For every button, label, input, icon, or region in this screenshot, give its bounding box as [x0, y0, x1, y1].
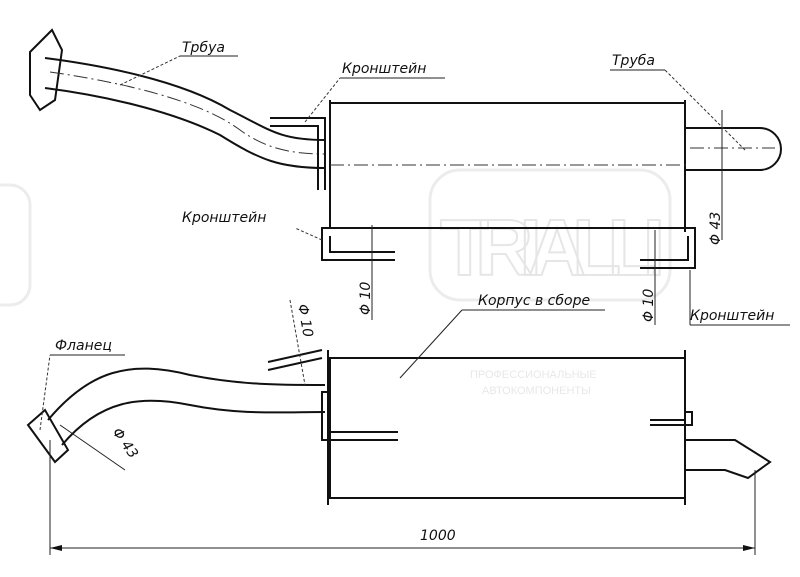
flange-side — [26, 408, 70, 464]
bracket-top — [270, 117, 326, 190]
flange-top — [29, 28, 64, 112]
dim-front-pipe-diameter: Φ 43 — [109, 425, 141, 461]
label-front-pipe: Трбуа — [182, 40, 225, 56]
dim-bracket-left-diameter: Φ 10 — [358, 282, 374, 315]
bracket-right — [640, 227, 696, 269]
label-bracket-top: Кронштейн — [342, 61, 426, 77]
label-bracket-left: Кронштейн — [182, 210, 266, 226]
side-view — [26, 299, 772, 555]
dim-bracket-side-diameter: Φ 10 — [294, 303, 316, 339]
tail-pipe-top — [685, 127, 782, 171]
label-flange: Фланец — [55, 338, 112, 354]
dim-overall-length: 1000 — [420, 528, 456, 544]
label-rear-pipe: Труба — [612, 53, 655, 69]
dim-bracket-right-diameter: Φ 10 — [641, 289, 657, 322]
bracket-side — [267, 349, 323, 371]
watermark-tagline-1: ПРОФЕССИОНАЛЬНЫЕ — [470, 369, 597, 381]
bracket-left — [321, 227, 395, 261]
label-housing: Корпус в сборе — [478, 293, 590, 309]
watermark: TRIALLI ПРОФЕССИОНАЛЬНЫЕ АВТОКОМПОНЕНТЫ — [0, 168, 672, 397]
watermark-brand: TRIALLI — [440, 203, 665, 292]
watermark-tagline-2: АВТОКОМПОНЕНТЫ — [482, 385, 591, 397]
tail-pipe-side — [685, 439, 772, 480]
top-view — [29, 28, 782, 325]
label-bracket-right: Кронштейн — [690, 308, 774, 324]
dim-tail-diameter: Φ 43 — [708, 212, 724, 245]
bracket-side-lower — [321, 391, 398, 441]
